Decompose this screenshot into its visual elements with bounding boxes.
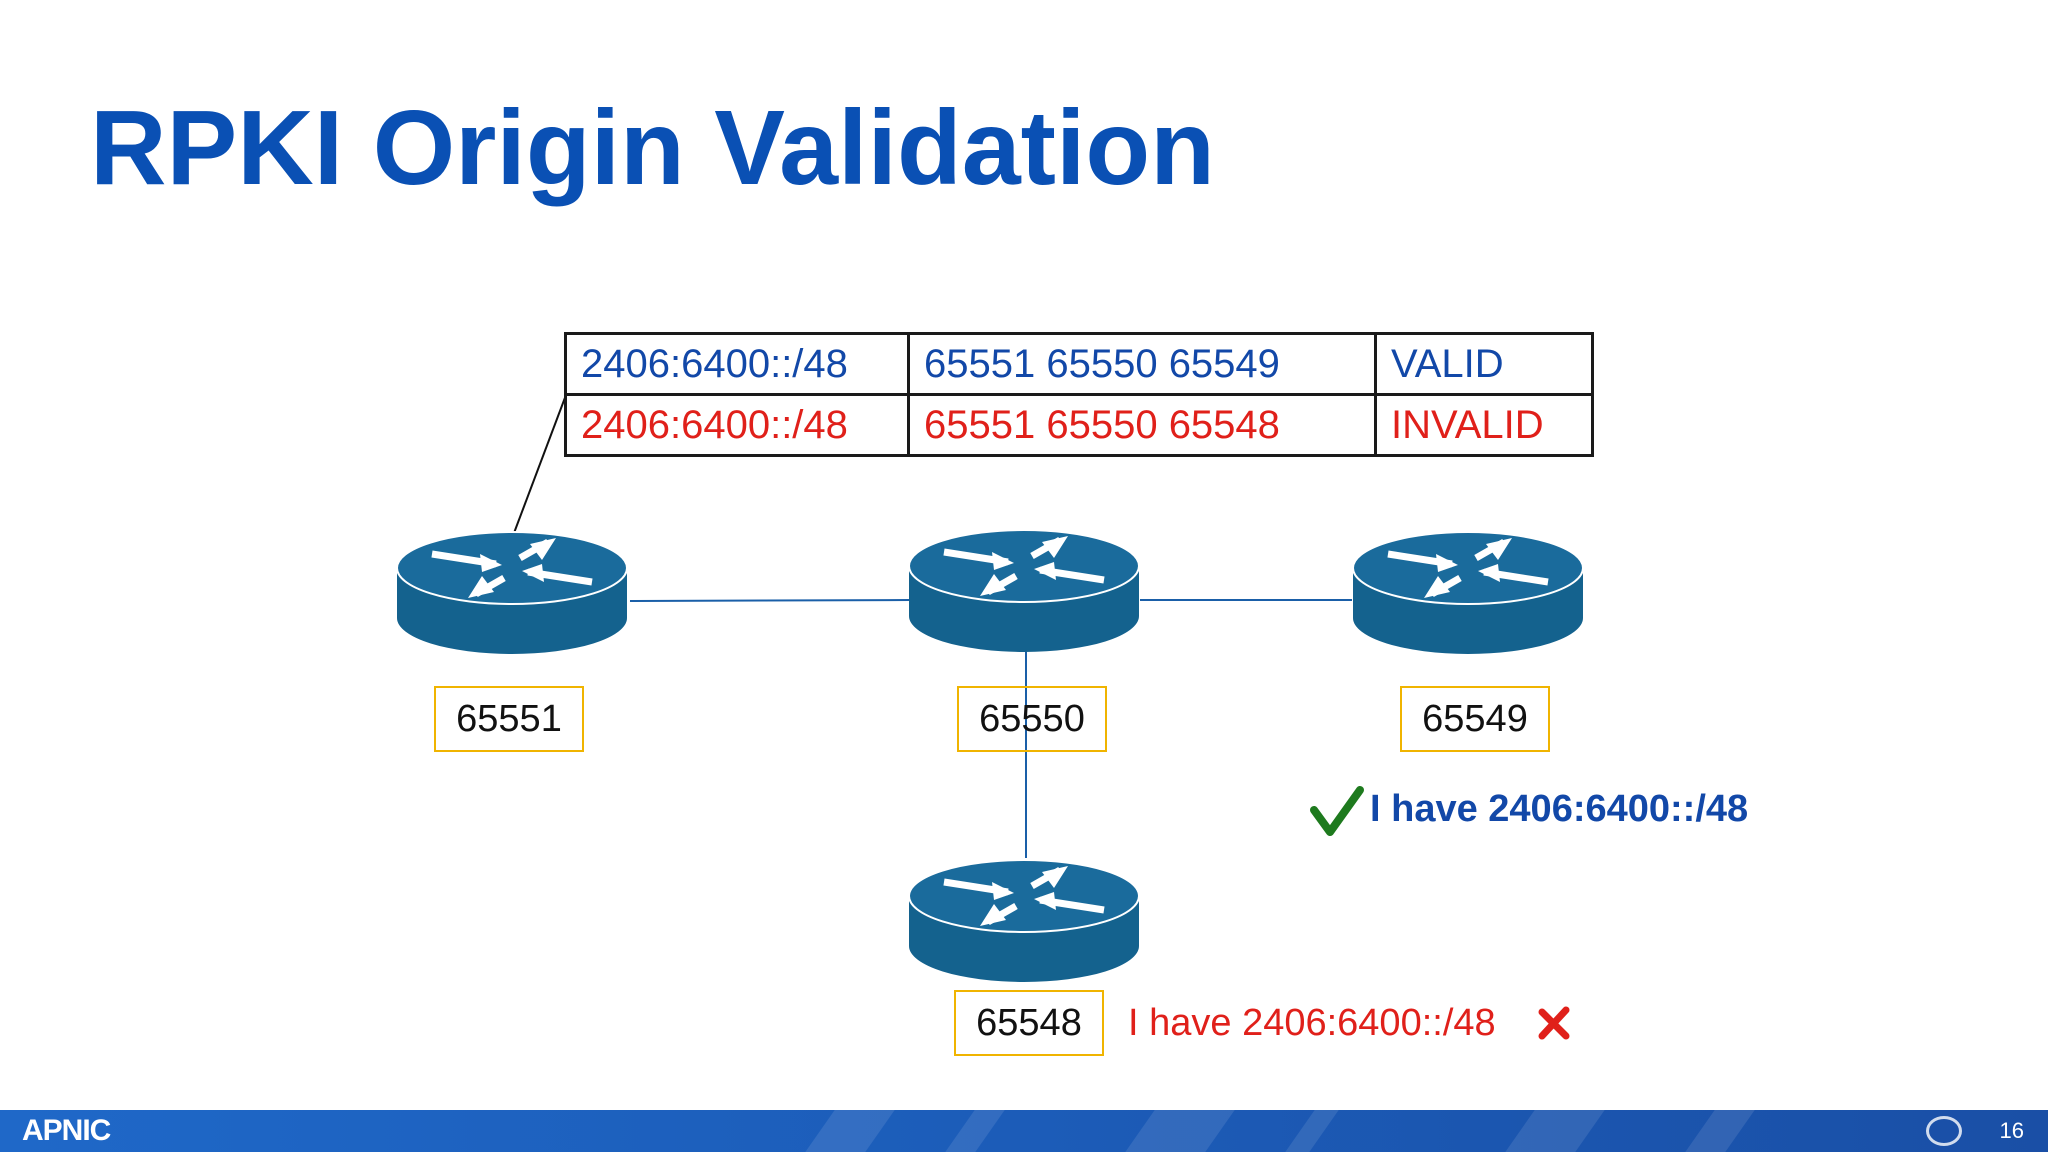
invalid-announcement: I have 2406:6400::/48 <box>1128 1002 1496 1044</box>
watermark-icon <box>1926 1116 1962 1146</box>
prefix-cell: 2406:6400::/48 <box>564 332 910 396</box>
apnic-logo: APNIC <box>22 1114 111 1147</box>
check-icon <box>1310 786 1364 836</box>
valid-announcement: I have 2406:6400::/48 <box>1370 788 1749 830</box>
as-label-65549: 65549 <box>1400 686 1550 752</box>
cross-icon <box>1538 1006 1570 1040</box>
router-icon <box>1353 532 1583 654</box>
as-label-65551: 65551 <box>434 686 584 752</box>
page-number: 16 <box>1999 1118 2024 1143</box>
validation-table: 2406:6400::/48 65551 65550 65549 VALID 2… <box>564 332 1594 457</box>
as-label-65548: 65548 <box>954 990 1104 1056</box>
router-icon <box>909 860 1139 982</box>
router-icon <box>909 530 1139 652</box>
slide-title: RPKI Origin Validation <box>90 89 1215 207</box>
as-path-cell: 65551 65550 65548 <box>907 393 1377 457</box>
callout-line <box>513 394 567 534</box>
table-row: 2406:6400::/48 65551 65550 65548 INVALID <box>564 393 1594 457</box>
state-cell: INVALID <box>1374 393 1594 457</box>
state-cell: VALID <box>1374 332 1594 396</box>
footer-bar: APNIC 16 <box>0 1110 2048 1152</box>
prefix-cell: 2406:6400::/48 <box>564 393 910 457</box>
as-path-cell: 65551 65550 65549 <box>907 332 1377 396</box>
table-row: 2406:6400::/48 65551 65550 65549 VALID <box>564 332 1594 396</box>
as-label-65550: 65550 <box>957 686 1107 752</box>
router-icon <box>397 532 627 654</box>
link-65551-65550 <box>629 599 911 602</box>
